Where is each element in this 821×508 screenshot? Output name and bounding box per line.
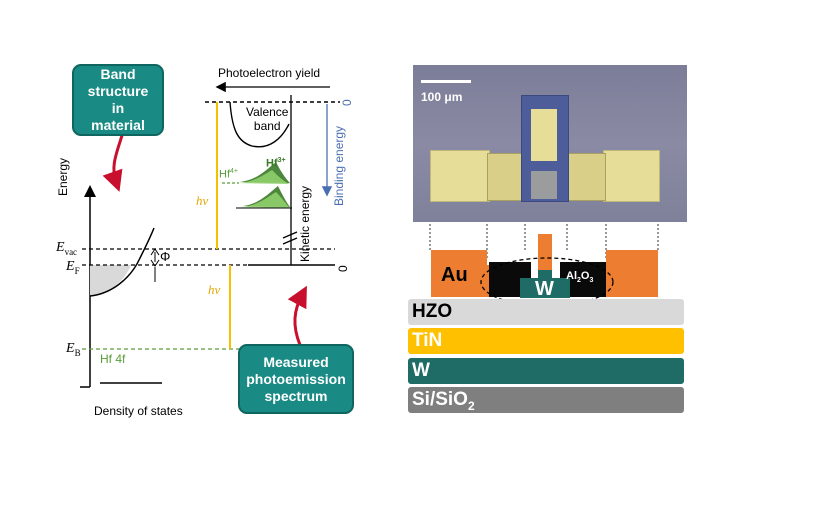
callout-band-line1: Band (100, 66, 136, 82)
phi-arrow-down (150, 259, 160, 267)
callout-measured-spectrum: Measured photoemission spectrum (238, 344, 354, 414)
layer-tin: TiN (408, 328, 684, 354)
eb-label: EB (66, 341, 81, 358)
kinetic-break2 (282, 237, 298, 245)
callout-measured-line2: photoemission (246, 370, 346, 387)
al2o3-sub1: 2 (577, 277, 581, 285)
evac-main: E (56, 240, 65, 255)
energy-axis-label: Energy (56, 157, 70, 196)
au-pad-left (431, 250, 487, 297)
eb-main: E (66, 341, 75, 356)
al2o3-tail: O (580, 270, 590, 282)
hf3-label: Hf3+ (266, 157, 286, 170)
w-electrode (520, 278, 570, 298)
hv-bottom-label: hν (208, 282, 221, 297)
au-label: Au (441, 264, 468, 286)
hv-top-label: hν (196, 193, 209, 208)
hf3-main: Hf (266, 157, 278, 170)
layer-hzo: HZO (408, 299, 684, 325)
hf3-sup: 3+ (277, 157, 286, 164)
valence-band-label: Valence band (246, 105, 288, 133)
valence-line1: Valence (246, 105, 289, 119)
kinetic-break (282, 231, 298, 239)
eb-sub: B (74, 347, 81, 358)
arrow-up-to-spectrum (287, 285, 307, 346)
substrate-main: Si/SiO (412, 389, 468, 410)
w-electrode-notch (538, 270, 552, 280)
dos-filled (90, 265, 131, 296)
ef-label: EF (66, 259, 80, 276)
zero-bottom-label: 0 (336, 265, 350, 272)
hf4-peak-lower (238, 192, 290, 208)
arrow-down-to-band (102, 131, 125, 192)
substrate-sub: 2 (467, 398, 475, 413)
zero-top-label: 0 (340, 99, 354, 106)
callout-band-line2: structure in (87, 83, 149, 116)
callout-measured-line3: spectrum (264, 387, 328, 404)
hf4-sup: 4+ (230, 168, 238, 175)
al2o3-sub2: 3 (589, 277, 594, 285)
phi-arrow-up (150, 248, 160, 256)
kinetic-axis-label: Kinetic energy (298, 185, 312, 262)
au-top-probe (538, 234, 552, 280)
valence-line2: band (253, 119, 281, 133)
density-axis-label: Density of states (94, 404, 183, 418)
binding-axis-label: Binding energy (332, 125, 346, 206)
callout-measured-line1: Measured (263, 353, 329, 370)
micro-pad-right (603, 150, 660, 202)
ef-main: E (66, 259, 75, 274)
phi-label: Φ (160, 249, 171, 264)
valence-band-curve (229, 101, 290, 148)
micro-center-pad (531, 109, 557, 161)
micro-pad-left (430, 150, 490, 202)
scale-bar (421, 80, 471, 83)
hf4-peak-upper (236, 170, 290, 184)
hf4f-label: Hf 4f (100, 352, 126, 366)
evac-sub: vac (64, 246, 78, 257)
ef-sub: F (74, 265, 80, 276)
layer-substrate: Si/SiO2 (408, 387, 684, 413)
highlight-ellipse (480, 257, 614, 307)
al2o3-label: Al2O3 (566, 270, 593, 284)
optical-micrograph: 100 μm (413, 65, 687, 222)
micro-center-base (531, 171, 557, 199)
evac-label: Evac (56, 240, 77, 257)
w-electrode-label: W (535, 278, 554, 300)
micro-pad-inner-right (568, 153, 606, 201)
au-pad-right (606, 250, 658, 297)
hf4-main: Hf (219, 168, 230, 181)
yield-axis-label: Photoelectron yield (218, 66, 321, 80)
layer-w: W (408, 358, 684, 384)
micro-pad-inner-left (487, 153, 527, 201)
hf4-label: Hf4+ (219, 168, 238, 181)
al2o3-main: Al (566, 270, 577, 282)
dos-curve (89, 227, 155, 297)
callout-band-structure: Band structure in material (72, 64, 164, 136)
callout-band-line3: material (91, 117, 145, 133)
scale-bar-label: 100 μm (421, 90, 463, 104)
